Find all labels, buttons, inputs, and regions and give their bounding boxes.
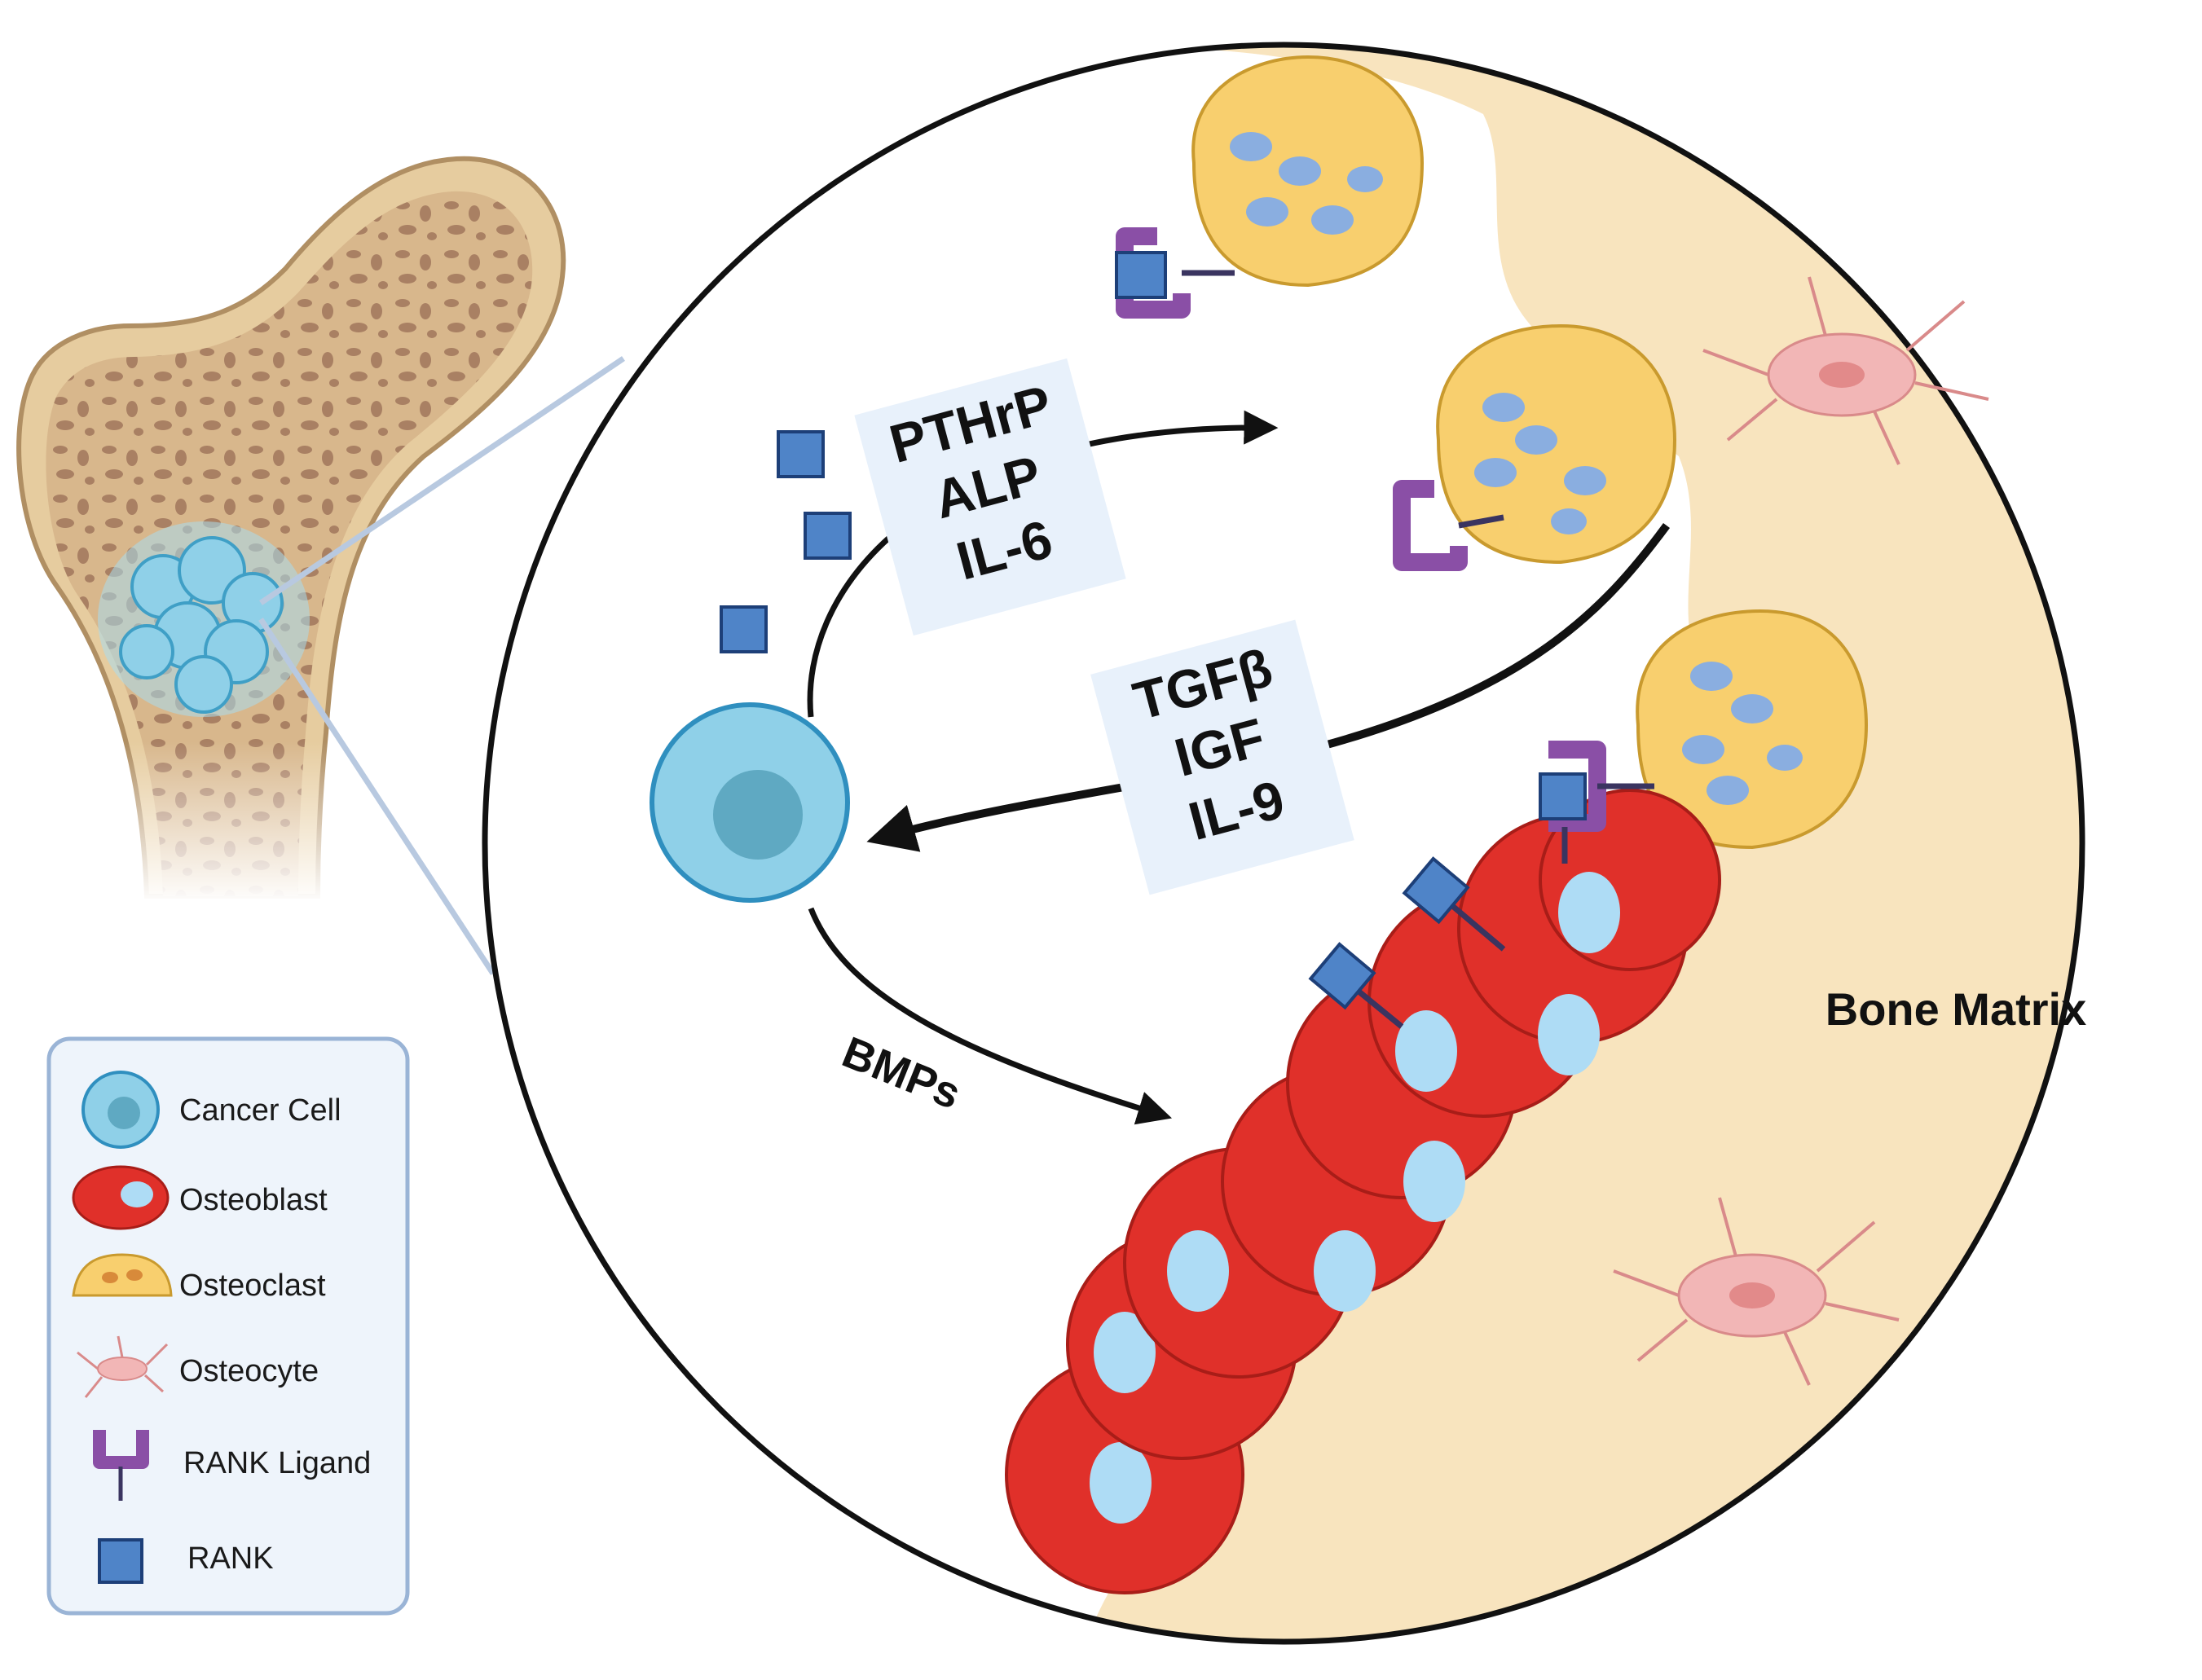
zoom-lines xyxy=(258,356,625,975)
osteoclast-2 xyxy=(1436,323,1677,565)
factor-box-2: TGFβ IGF IL-9 xyxy=(1090,619,1354,895)
legend: Cancer Cell Osteoblast Osteoclast Osteoc… xyxy=(46,1036,410,1616)
legend-item-cancer-cell: Cancer Cell xyxy=(81,1071,341,1149)
legend-item-rank-ligand: RANK Ligand xyxy=(93,1430,371,1501)
rank-receptor-osteoblast xyxy=(1402,856,1506,952)
osteoclast-icon xyxy=(72,1253,173,1297)
rank-receptor-free xyxy=(720,605,768,653)
osteocyte-1 xyxy=(1702,276,1989,465)
cancer-cell-icon xyxy=(81,1071,160,1149)
rank-ligand xyxy=(1393,480,1504,571)
rank-receptor-free xyxy=(804,512,852,560)
bone-matrix-region xyxy=(1084,45,2082,1642)
osteoblast xyxy=(1539,789,1721,971)
osteoblast-icon xyxy=(72,1165,170,1230)
rank-receptor xyxy=(1539,772,1587,820)
rank-ligand-icon xyxy=(93,1430,149,1501)
rank-receptor-osteoblast xyxy=(1308,942,1404,1029)
osteoclast-1 xyxy=(1191,55,1425,288)
legend-label: Osteoclast xyxy=(179,1269,326,1303)
legend-label: RANK xyxy=(187,1541,274,1576)
osteocyte-2 xyxy=(1613,1197,1900,1386)
legend-label: Osteocyte xyxy=(179,1354,319,1388)
rank-ligand xyxy=(1116,227,1235,319)
osteocyte-icon xyxy=(77,1335,169,1398)
bone-matrix-label: Bone Matrix xyxy=(1825,983,2087,1035)
legend-item-rank: RANK xyxy=(98,1538,274,1584)
tumor-cluster xyxy=(98,521,310,717)
legend-item-osteocyte: Osteocyte xyxy=(77,1335,319,1398)
rank-receptor xyxy=(1115,251,1167,299)
osteoclast-3 xyxy=(1636,609,1869,850)
rank-icon xyxy=(98,1538,143,1584)
femur-illustration xyxy=(0,0,619,904)
cancer-cell xyxy=(650,702,850,903)
rank-receptor-free xyxy=(777,430,825,478)
rank-ligand xyxy=(1548,741,1654,864)
legend-label: RANK Ligand xyxy=(183,1446,371,1480)
legend-label: Osteoblast xyxy=(179,1183,328,1217)
arrow-to-osteoblast xyxy=(808,907,1173,1125)
legend-item-osteoclast: Osteoclast xyxy=(72,1253,326,1303)
legend-item-osteoblast: Osteoblast xyxy=(72,1165,328,1230)
osteoblast-chain xyxy=(1005,789,1721,1594)
legend-label: Cancer Cell xyxy=(179,1093,341,1128)
